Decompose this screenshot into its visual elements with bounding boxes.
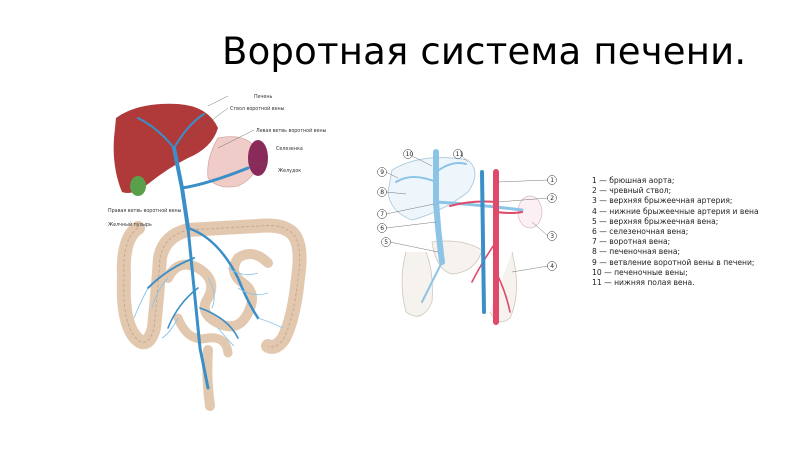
schematic-veins [395, 149, 524, 303]
marker-10: 10 [406, 151, 414, 158]
small-intestine [163, 249, 273, 332]
schematic-intestine [401, 251, 433, 317]
marker-5: 5 [384, 239, 388, 246]
legend-item-4: 4 — нижние брыжеечные артерия и вена [592, 206, 759, 216]
portal-schematic-illustration: 10 11 9 8 7 6 5 1 2 3 4 [377, 149, 557, 325]
marker-4: 4 [550, 263, 554, 270]
portal-system-illustration: Печень Ствол воротной вены Левая ветвь в… [108, 94, 327, 411]
legend-item-11: 11 — нижняя полая вена. [592, 277, 695, 287]
label-right-branch: Правая ветвь воротной вены [108, 207, 182, 214]
figure-legend: 1 — брюшная аорта; 2 — чревный ствол; 3 … [592, 176, 759, 288]
liver [113, 103, 218, 193]
gallbladder [130, 176, 146, 196]
portal-vein-tree [137, 113, 260, 390]
marker-9: 9 [380, 169, 384, 176]
label-spleen: Селезенка [276, 146, 303, 152]
slide-title: Воротная система печени. [222, 30, 747, 73]
marker-3: 3 [550, 233, 554, 240]
legend-item-6: 6 — селезеночная вена; [592, 226, 689, 236]
legend-item-2: 2 — чревный ствол; [592, 186, 672, 196]
legend-item-3: 3 — верхняя брыжеечная артерия; [592, 196, 733, 206]
label-liver: Печень [254, 94, 272, 100]
marker-6: 6 [380, 225, 384, 232]
schematic-liver [387, 157, 476, 221]
marker-2: 2 [550, 195, 554, 202]
label-portal-trunk: Ствол воротной вены [230, 105, 285, 112]
label-gallbladder: Желчный пузырь [108, 221, 152, 228]
marker-7: 7 [380, 211, 384, 218]
marker-1: 1 [550, 177, 554, 184]
legend-item-7: 7 — воротная вена; [592, 237, 671, 247]
spleen [248, 140, 268, 176]
legend-item-1: 1 — брюшная аорта; [592, 176, 675, 185]
vein-branches [133, 267, 284, 347]
label-left-branch: Левая ветвь воротной вены [256, 127, 327, 134]
legend-item-5: 5 — верхняя брыжеечная вена; [592, 216, 719, 226]
marker-8: 8 [380, 189, 384, 196]
legend-item-8: 8 — печеночная вена; [592, 247, 681, 257]
schematic-ivc [480, 170, 486, 314]
schematic-aorta [449, 169, 523, 325]
label-stomach: Желудок [278, 168, 301, 174]
legend-item-9: 9 — ветвление воротной вены в печени; [592, 257, 755, 267]
rectum [202, 345, 215, 411]
marker-11: 11 [456, 151, 464, 158]
stomach [207, 136, 259, 188]
legend-item-10: 10 — печеночные вены; [592, 267, 688, 277]
